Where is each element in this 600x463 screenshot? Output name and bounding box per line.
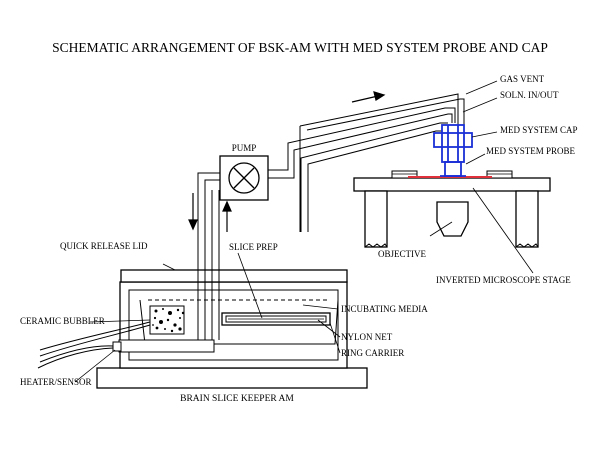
stage-leg-right [515, 190, 539, 248]
heater-sensor-bar [118, 339, 215, 353]
heater-connector [112, 341, 122, 352]
pump-cross-2 [233, 167, 255, 189]
quick-release-lid [120, 269, 348, 283]
label-heater-sensor: HEATER/SENSOR [20, 377, 92, 387]
leg-cut-right [515, 243, 539, 248]
media-tray [139, 299, 339, 345]
stage-leg-left [364, 190, 388, 248]
flow-arrow-top [351, 91, 386, 103]
label-objective: OBJECTIVE [378, 249, 426, 259]
flow-arrows-pump [188, 193, 232, 232]
label-med-system-probe: MED SYSTEM PROBE [486, 146, 576, 156]
stage-dish-left [391, 170, 418, 179]
label-med-system-cap: MED SYSTEM CAP [500, 125, 578, 135]
stage-dish-right [486, 170, 513, 179]
label-nylon-net: NYLON NET [341, 332, 393, 342]
label-incubating-media: INCUBATING MEDIA [341, 304, 428, 314]
label-slice-prep: SLICE PREP [229, 242, 278, 252]
label-soln-in-out: SOLN. IN/OUT [500, 90, 559, 100]
leader-lines [74, 80, 534, 383]
leg-cut-left [364, 243, 388, 248]
label-gas-vent: GAS VENT [500, 74, 545, 84]
cables [37, 321, 151, 369]
label-quick-release-lid: QUICK RELEASE LID [60, 241, 148, 251]
label-ceramic-bubbler: CERAMIC BUBBLER [20, 316, 105, 326]
label-inverted-microscope-stage: INVERTED MICROSCOPE STAGE [436, 275, 571, 285]
label-pump: PUMP [232, 143, 257, 153]
bubbles [152, 308, 185, 333]
med-system-cap [433, 124, 473, 177]
transfer-tubes [268, 93, 465, 232]
chamber-tubes [197, 172, 222, 340]
diagram-title: SCHEMATIC ARRANGEMENT OF BSK-AM WITH MED… [52, 40, 548, 55]
label-ring-carrier: RING CARRIER [341, 348, 404, 358]
microscope-stage [353, 177, 551, 192]
diagram-caption: BRAIN SLICE KEEPER AM [180, 394, 294, 404]
keeper-base-plate [96, 367, 368, 389]
objective [436, 201, 469, 237]
